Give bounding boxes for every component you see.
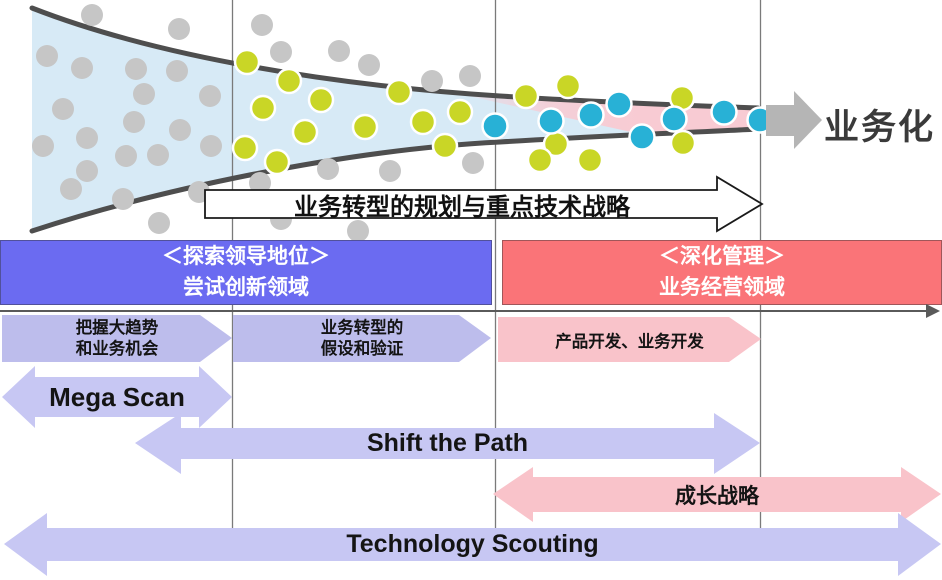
yellow-dot <box>669 129 697 157</box>
yellow-dot <box>385 78 413 106</box>
gray-dot <box>76 160 98 182</box>
cyan-dot <box>660 105 688 133</box>
output-arrow-icon <box>766 91 822 149</box>
banner-left-line2: 尝试创新领域 <box>183 275 309 299</box>
phase-arrow-product-label: 产品开发、业务开发 <box>555 332 704 351</box>
shift-the-path-label: Shift the Path <box>366 429 529 457</box>
banner-explore-leadership: ＜探索领导地位＞ 尝试创新领域 <box>0 240 492 305</box>
gray-dot <box>36 45 58 67</box>
yellow-dot <box>446 98 474 126</box>
outcome-label: 业务化 <box>824 108 936 147</box>
gray-dot <box>199 85 221 107</box>
gray-dot <box>462 152 484 174</box>
yellow-dot <box>275 67 303 95</box>
gray-dot <box>317 158 339 180</box>
phase-arrow-hypothesis-line2: 假设和验证 <box>320 339 404 358</box>
yellow-dot <box>431 132 459 160</box>
gray-dot <box>169 119 191 141</box>
cyan-dot <box>710 98 738 126</box>
banner-right-line1: ＜深化管理＞ <box>659 245 785 269</box>
phase-arrow-hypothesis-line1: 业务转型的 <box>320 318 404 337</box>
gray-dot <box>52 98 74 120</box>
technology-scouting-label: Technology Scouting <box>346 530 599 558</box>
yellow-dot <box>526 146 554 174</box>
gray-dot <box>81 4 103 26</box>
gray-dot <box>328 40 350 62</box>
phase-arrow-trend: 把握大趋势 和业务机会 <box>2 315 232 362</box>
yellow-dot <box>576 146 604 174</box>
gray-dot <box>32 135 54 157</box>
banner-right-line2: 业务经营领域 <box>659 275 785 299</box>
gray-dot <box>168 18 190 40</box>
gray-dot <box>125 58 147 80</box>
yellow-dot <box>233 48 261 76</box>
gray-dot <box>148 212 170 234</box>
yellow-dot <box>249 94 277 122</box>
growth-strategy-label: 成长战略 <box>675 484 759 508</box>
yellow-dot <box>512 82 540 110</box>
gray-dot <box>115 145 137 167</box>
phase-arrow-product: 产品开发、业务开发 <box>498 317 761 362</box>
funnel-body-fill <box>32 8 762 231</box>
cyan-dot <box>481 112 509 140</box>
yellow-dot <box>231 134 259 162</box>
gray-dot <box>347 220 369 242</box>
banner-left-line1: ＜探索领导地位＞ <box>162 245 330 269</box>
gray-dot <box>112 188 134 210</box>
gray-dot <box>147 144 169 166</box>
planning-arrow-label: 业务转型的规划与重点技术战略 <box>294 193 630 221</box>
gray-dot <box>60 178 82 200</box>
yellow-dot <box>351 113 379 141</box>
timeline-axis-arrowhead-icon <box>926 304 940 318</box>
yellow-dot <box>554 72 582 100</box>
gray-dot <box>133 83 155 105</box>
phase-arrow-hypothesis: 业务转型的 假设和验证 <box>233 315 491 362</box>
yellow-dot <box>291 118 319 146</box>
phase-arrow-trend-line1: 把握大趋势 <box>75 318 159 337</box>
cyan-dot <box>577 101 605 129</box>
gray-dot <box>123 111 145 133</box>
gray-dot <box>76 127 98 149</box>
banner-deepen-management: ＜深化管理＞ 业务经营领域 <box>502 240 942 305</box>
gray-dot <box>200 135 222 157</box>
gray-dot <box>358 54 380 76</box>
gray-dot <box>379 160 401 182</box>
gray-dot <box>459 65 481 87</box>
gray-dot <box>270 41 292 63</box>
gray-dot <box>249 172 271 194</box>
gray-dot <box>421 70 443 92</box>
timeline-axis <box>0 310 928 312</box>
planning-arrow-shape <box>204 175 764 233</box>
gray-dot <box>71 57 93 79</box>
yellow-dot <box>307 86 335 114</box>
yellow-dot <box>263 148 291 176</box>
cyan-dot <box>605 90 633 118</box>
phase-arrow-trend-line2: 和业务机会 <box>75 339 159 358</box>
gray-dot <box>166 60 188 82</box>
yellow-dot <box>409 108 437 136</box>
cyan-dot <box>537 107 565 135</box>
gray-dot <box>251 14 273 36</box>
cyan-dot <box>628 123 656 151</box>
mega-scan-label: Mega Scan <box>49 381 185 412</box>
